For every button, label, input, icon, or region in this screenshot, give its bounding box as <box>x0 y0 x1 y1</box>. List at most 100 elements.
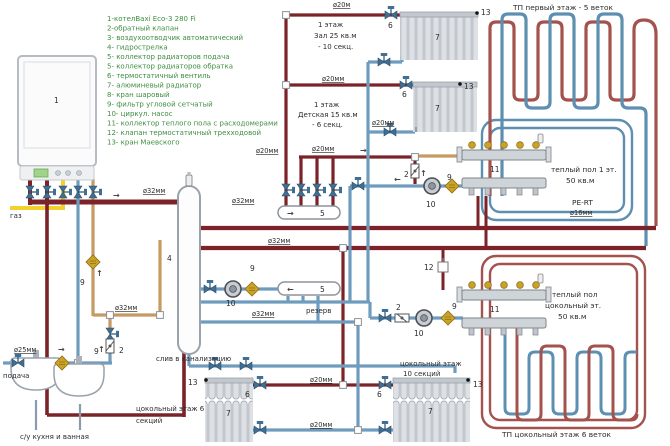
arrow-left-icon: ← <box>287 285 294 294</box>
radiator-floor1-hall <box>399 11 479 60</box>
tag-mayevsky: 13 <box>188 378 198 387</box>
pipe-dia-label: ø32мм <box>143 187 165 195</box>
pipe-dia-label: ø20мм <box>310 376 332 384</box>
room-label: цокольный этаж <box>400 360 462 368</box>
tag-trv: 6 <box>402 90 407 99</box>
tag-check-valve: 2 <box>396 303 401 312</box>
radiator-riser-floor1 <box>284 13 413 206</box>
tp-basement-title: ТП цокольный этаж 6 веток <box>501 430 612 439</box>
gas-label: газ <box>10 212 22 220</box>
air-vent-icon <box>185 171 193 187</box>
room-label: Детская 15 кв.м <box>298 111 358 119</box>
mayevsky-valve-icon <box>475 11 479 15</box>
tag-filter: 9 <box>80 278 85 287</box>
radiator-supply-manifold <box>277 205 341 220</box>
mayevsky-valve-icon <box>204 378 208 382</box>
tp-basement-area: 50 кв.м <box>558 312 587 321</box>
pipe-dia-label: ø20мм <box>256 147 278 155</box>
pipe-diameter-labels: ø20м ø20мм ø20мм ø20мм ø20мм ø20мм ø20мм… <box>14 1 394 429</box>
tag-radiator: 7 <box>226 409 231 418</box>
legend: 1-котелBaxi Eco-3 280 Fi 2-обратный клап… <box>107 15 278 147</box>
legend-item: 5- коллектор радиаторов подача <box>107 53 230 61</box>
room-label: 10 секций <box>403 370 440 378</box>
tp-floor1-title: ТП первый этаж - 5 веток <box>512 3 614 12</box>
tp-basement-loop-return-pipe <box>503 328 637 416</box>
flow-labels: газ подача резерв слив в канализацию с/у… <box>3 212 331 441</box>
legend-item: 6- термостатичный вентиль <box>107 72 211 80</box>
component-number-tags: 1 2 2 2 4 5 5 6 6 6 6 7 7 7 7 9 9 9 9 9 … <box>54 8 500 418</box>
sink-bathroom <box>53 356 105 397</box>
tag-filter: 9 <box>447 173 452 182</box>
legend-item: 9- фильтр угловой сетчатый <box>107 101 213 109</box>
sink-drain-pipes <box>34 400 82 430</box>
tag-check-valve: 2 <box>119 346 124 355</box>
tp-basement-area: теплый пол <box>552 290 598 299</box>
pump-icon <box>423 177 441 195</box>
tag-tp-manifold: 11 <box>490 305 500 314</box>
radiator-return-manifold <box>277 281 341 296</box>
tp-floor1-loop-supply-pipe <box>488 18 658 226</box>
tag-pump: 10 <box>226 299 236 308</box>
tag-radiator: 7 <box>428 407 433 416</box>
room-label: секций <box>136 417 162 425</box>
main-d32-supply-lines <box>198 225 656 251</box>
boiler <box>17 55 97 181</box>
room-label: цокольный этаж 6 <box>136 405 205 413</box>
room-label: - 10 секц. <box>318 43 353 51</box>
tag-three-way-valve: 12 <box>424 263 434 272</box>
supply-pipes <box>28 13 656 417</box>
three-way-valve-icon <box>437 257 449 273</box>
basement-radiator-supply <box>253 246 393 387</box>
pump-icon <box>415 309 433 327</box>
pipe-dia-label: ø20мм <box>372 119 394 127</box>
mayevsky-valve-icon <box>466 378 470 382</box>
tag-mayevsky: 13 <box>464 82 474 91</box>
tag-supply-manifold: 5 <box>320 209 325 218</box>
legend-item: 7- алюминевый радиатор <box>107 82 202 90</box>
legend-item: 10- циркул. насос <box>107 110 173 118</box>
tag-mayevsky: 13 <box>481 8 491 17</box>
legend-item: 12- клапан термостатичный трехходовой <box>107 129 261 137</box>
pipe-dia-label: ø32мм <box>252 310 274 318</box>
arrow-right-icon: → <box>113 191 120 200</box>
drain-label: слив в канализацию <box>156 355 231 363</box>
legend-item: 3- воздухоотводчик автоматический <box>107 34 243 42</box>
bathroom-label: с/у кухня и ванная <box>20 433 89 441</box>
tp-basement-loop-supply-pipe <box>515 328 639 422</box>
mayevsky-valve-icon <box>458 82 462 86</box>
room-label: Зал 25 кв.м <box>314 32 356 40</box>
room-label: 1 этаж <box>314 101 340 109</box>
tag-trv: 6 <box>377 390 382 399</box>
tp-floor1-area: теплый пол 1 эт. <box>551 165 617 174</box>
tp-floor1-return-line <box>348 184 463 302</box>
pipe-dia-label: ø32мм <box>268 237 290 245</box>
tag-mayevsky: 13 <box>473 380 483 389</box>
arrow-left-icon: ← <box>394 175 401 184</box>
arrow-up-icon: ↑ <box>420 169 427 178</box>
pipe-dia-label: ø20мм <box>310 421 332 429</box>
tag-trv: 6 <box>245 390 250 399</box>
tp-floor1-manifold <box>456 133 552 196</box>
supply-label: подача <box>3 372 29 380</box>
legend-item: 4- гидрострелка <box>107 44 168 52</box>
return-manifold-stubs <box>286 296 320 322</box>
tag-filter: 9 <box>250 264 255 273</box>
arrow-right-icon: → <box>360 146 367 155</box>
pipe-dia-label: ø20мм <box>322 75 344 83</box>
legend-item: 1-котелBaxi Eco-3 280 Fi <box>107 15 196 23</box>
basement-radiator-return <box>253 322 393 432</box>
pipe-dia-label: ø20м <box>333 1 350 9</box>
floor1-radiator-returns <box>366 57 417 302</box>
pipe-dia-label: ø32мм <box>232 197 254 205</box>
hydro-separator <box>177 171 201 355</box>
legend-item: 5- коллектор радиаторов обратка <box>107 63 233 71</box>
room-label: - 6 секц. <box>312 121 343 129</box>
tag-pump: 10 <box>426 200 436 209</box>
tag-filter: 9 <box>94 347 99 356</box>
tp-floor1-loop-return-pipe <box>500 12 648 246</box>
tp-basement-zone-outline <box>480 254 647 430</box>
radiator-basement-6 <box>204 377 254 442</box>
tag-return-manifold: 5 <box>320 285 325 294</box>
boiler-display <box>33 168 49 178</box>
